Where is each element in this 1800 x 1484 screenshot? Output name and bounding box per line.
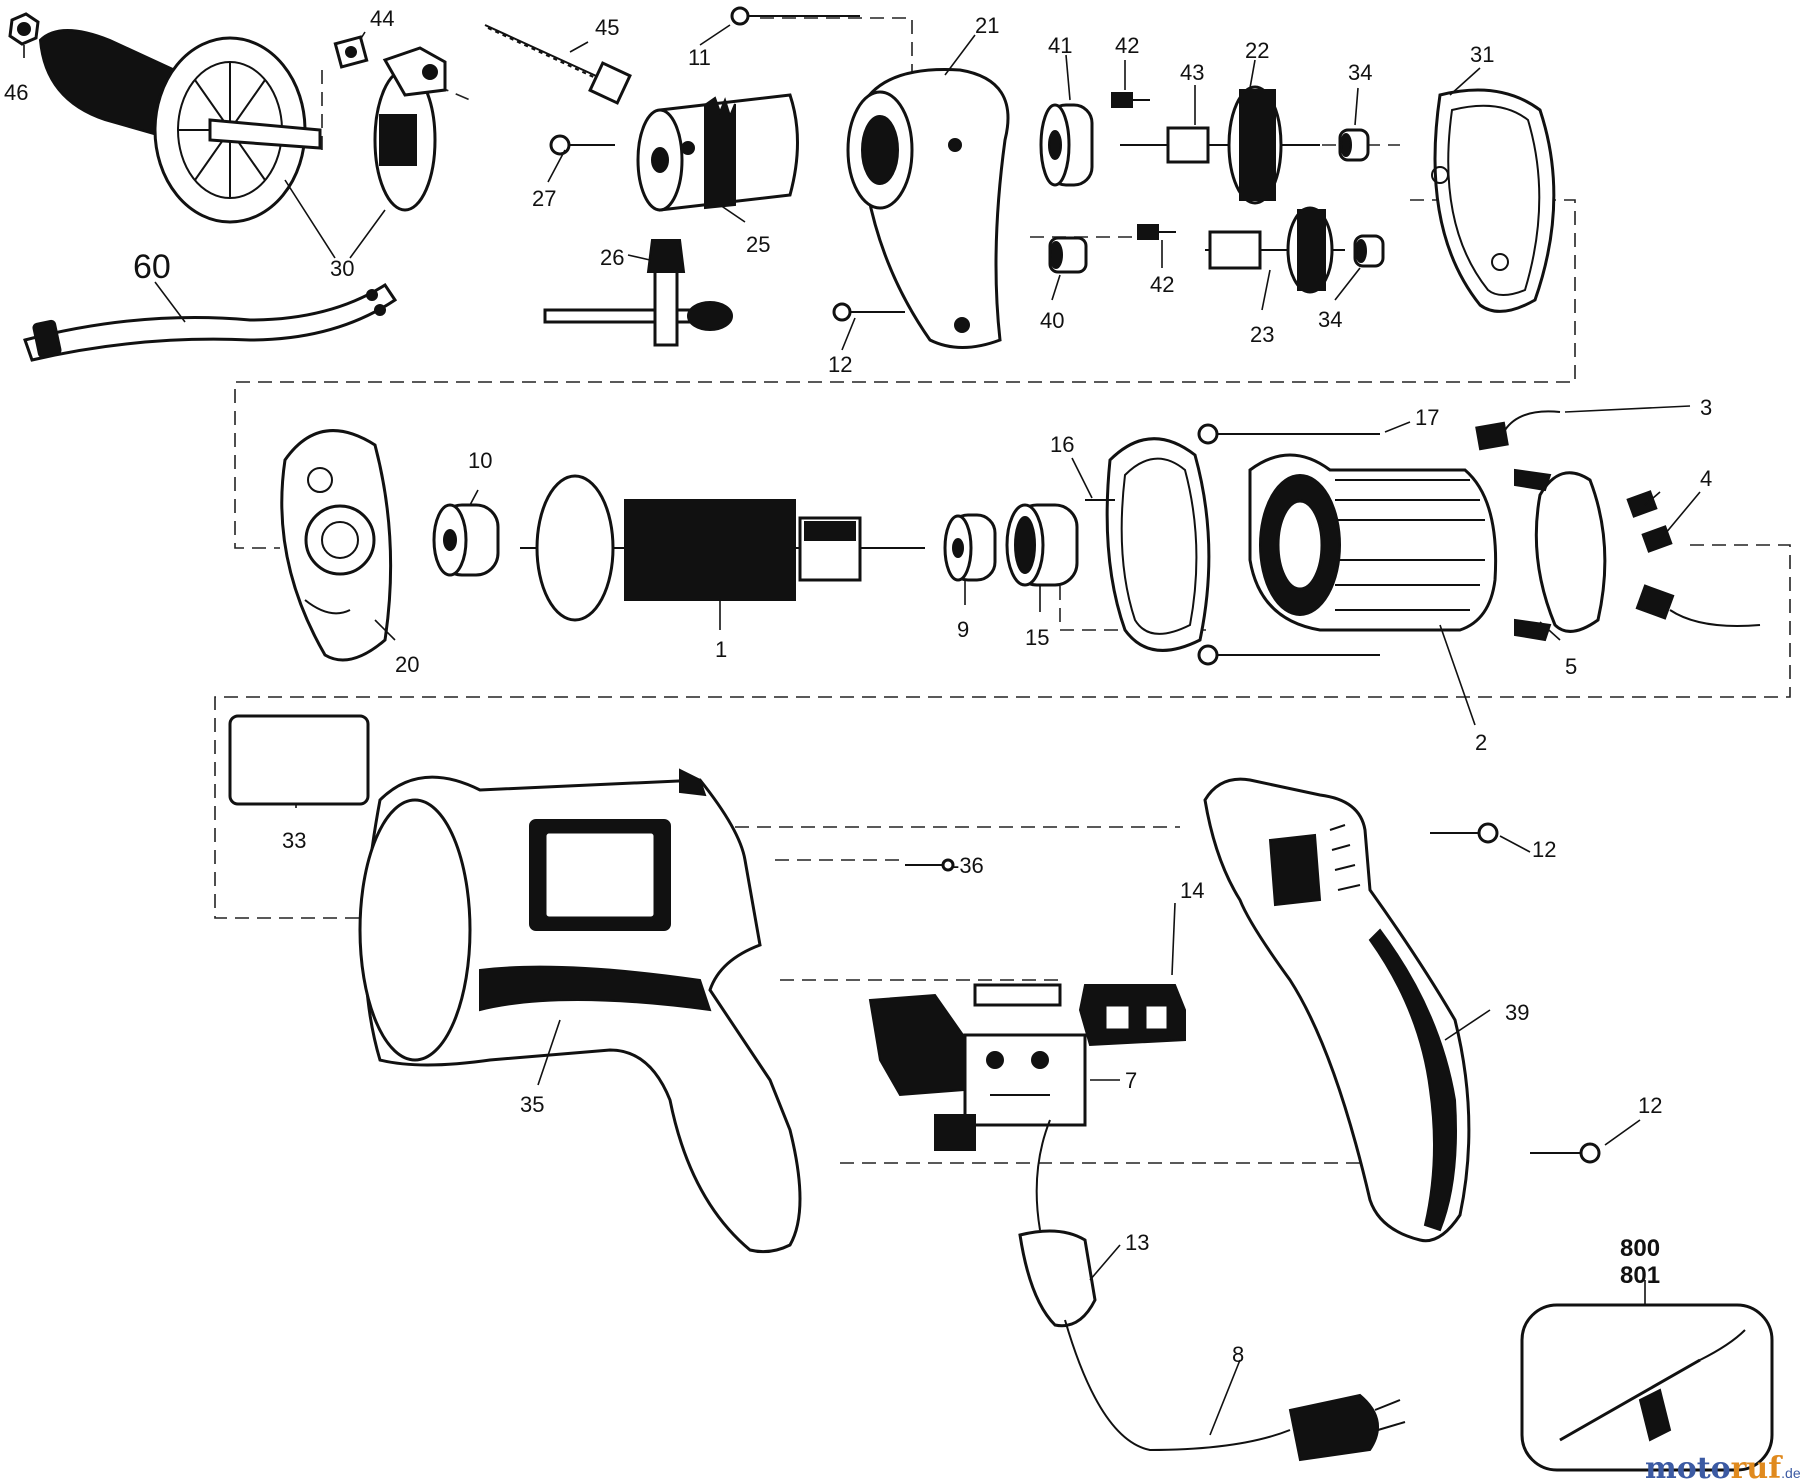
label-42-top: 42 bbox=[1115, 33, 1139, 58]
label-8: 8 bbox=[1232, 1342, 1244, 1367]
label-17: 17 bbox=[1415, 405, 1439, 430]
label-41: 41 bbox=[1048, 33, 1072, 58]
part-20-end-plate bbox=[280, 429, 393, 662]
part-3-brush bbox=[1475, 410, 1561, 451]
part-39-handle bbox=[1203, 777, 1471, 1243]
label-2: 2 bbox=[1475, 730, 1487, 755]
label-4: 4 bbox=[1700, 466, 1712, 491]
part-10-bearing bbox=[432, 503, 500, 577]
part-46-nut bbox=[8, 12, 40, 46]
part-15-sleeve bbox=[1005, 503, 1079, 587]
label-1: 1 bbox=[715, 637, 727, 662]
part-9-bearing bbox=[943, 513, 997, 582]
label-800: 800 bbox=[1620, 1235, 1660, 1262]
label-31: 31 bbox=[1470, 42, 1494, 67]
part-7-switch bbox=[868, 993, 1087, 1151]
watermark-logo: motoruf.de bbox=[1645, 1451, 1800, 1484]
part-60-strap bbox=[23, 282, 398, 362]
part-14-switch-cover bbox=[973, 983, 1186, 1047]
watermark-part2: ruf bbox=[1731, 1451, 1784, 1484]
label-7: 7 bbox=[1125, 1068, 1137, 1093]
label-46: 46 bbox=[4, 80, 28, 105]
part-30-side-handle bbox=[38, 29, 447, 224]
label-42-bottom: 42 bbox=[1150, 272, 1174, 297]
label-34-top: 34 bbox=[1348, 60, 1372, 85]
label-12-mid: 12 bbox=[1532, 837, 1556, 862]
part-40-bushing bbox=[1048, 236, 1088, 274]
part-34-bushing-b bbox=[1353, 234, 1385, 268]
label-801: 801 bbox=[1620, 1262, 1660, 1289]
watermark-suffix: .de bbox=[1781, 1465, 1800, 1481]
label-23: 23 bbox=[1250, 322, 1274, 347]
label-16: 16 bbox=[1050, 432, 1074, 457]
label-10: 10 bbox=[468, 448, 492, 473]
part-23-intermediate-gear bbox=[1205, 206, 1345, 294]
part-31-gasket bbox=[1431, 88, 1556, 313]
part-800-801-brush-kit bbox=[1520, 1303, 1774, 1472]
label-39: 39 bbox=[1505, 1000, 1529, 1025]
part-27-screw bbox=[549, 134, 615, 156]
part-labels: 46 44 45 11 21 41 42 43 22 34 31 30 27 2… bbox=[4, 6, 1712, 1367]
part-42-screw-b bbox=[1137, 224, 1176, 240]
part-45-bolt bbox=[484, 24, 632, 105]
part-34-bushing-a bbox=[1338, 128, 1370, 162]
part-8-power-cord bbox=[1064, 1319, 1406, 1462]
label-45: 45 bbox=[595, 15, 619, 40]
label-12-low: 12 bbox=[1638, 1093, 1662, 1118]
part-17-screw-bottom bbox=[1197, 644, 1380, 666]
label-12-top: 12 bbox=[828, 352, 852, 377]
part-2-field bbox=[1248, 453, 1498, 632]
label-60: 60 bbox=[133, 248, 171, 286]
label-25: 25 bbox=[746, 232, 770, 257]
svg-text:motoruf.de: motoruf.de bbox=[1645, 1451, 1800, 1484]
label-36: -36 bbox=[952, 853, 984, 878]
part-42-screw-a bbox=[1111, 92, 1150, 108]
label-35: 35 bbox=[520, 1092, 544, 1117]
part-16-baffle bbox=[1085, 437, 1211, 652]
label-26: 26 bbox=[600, 245, 624, 270]
label-9: 9 bbox=[957, 617, 969, 642]
label-20: 20 bbox=[395, 652, 419, 677]
label-22: 22 bbox=[1245, 38, 1269, 63]
label-14: 14 bbox=[1180, 878, 1204, 903]
label-40: 40 bbox=[1040, 308, 1064, 333]
part-12-screw-low bbox=[1530, 1142, 1601, 1164]
label-33: 33 bbox=[282, 828, 306, 853]
part-5-brush-holder bbox=[1514, 468, 1607, 642]
part-4-brushes bbox=[1626, 490, 1761, 627]
label-34-bottom: 34 bbox=[1318, 307, 1342, 332]
label-11: 11 bbox=[688, 45, 711, 70]
part-35-housing bbox=[358, 768, 802, 1254]
part-22-spindle-gear bbox=[1120, 85, 1320, 205]
watermark-part1: moto bbox=[1645, 1451, 1731, 1484]
part-17-screw-top bbox=[1197, 423, 1380, 445]
part-12-screw-mid bbox=[1430, 822, 1499, 844]
label-30: 30 bbox=[330, 256, 354, 281]
part-36-pin bbox=[905, 858, 955, 872]
part-12-screw-top bbox=[832, 302, 905, 322]
part-11-screw bbox=[730, 6, 860, 26]
part-41-bearing bbox=[1039, 103, 1094, 187]
label-13: 13 bbox=[1125, 1230, 1149, 1255]
label-27: 27 bbox=[532, 186, 556, 211]
part-25-chuck bbox=[636, 93, 799, 212]
label-3: 3 bbox=[1700, 395, 1712, 420]
label-15: 15 bbox=[1025, 625, 1049, 650]
part-1-armature bbox=[520, 474, 925, 622]
part-13-strain-relief bbox=[1018, 1119, 1097, 1328]
leader-lines bbox=[23, 24, 1701, 1436]
label-21: 21 bbox=[975, 13, 999, 38]
part-21-gear-case bbox=[846, 68, 1010, 349]
label-5: 5 bbox=[1565, 654, 1577, 679]
label-43: 43 bbox=[1180, 60, 1204, 85]
part-44-square-nut bbox=[333, 35, 369, 69]
label-44: 44 bbox=[370, 6, 394, 31]
part-26-chuck-key bbox=[543, 239, 733, 347]
part-33-nameplate bbox=[228, 714, 370, 806]
